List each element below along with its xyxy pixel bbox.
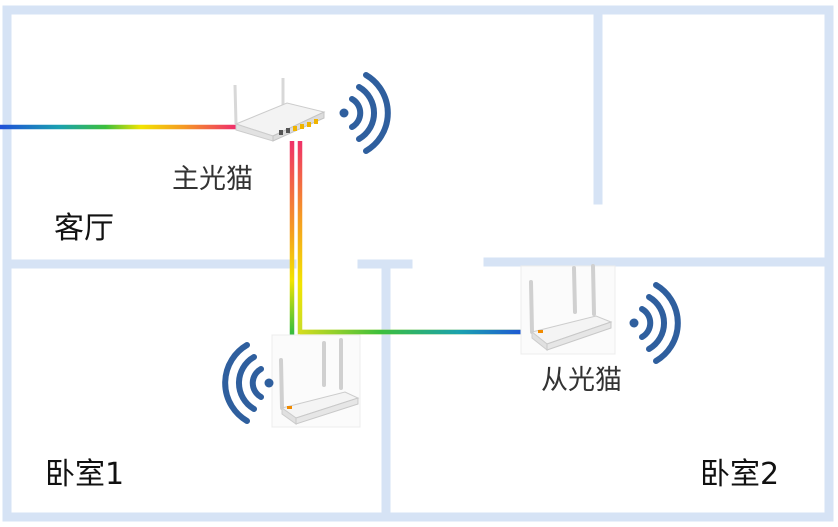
bedroom1-wifi-icon xyxy=(225,345,273,421)
bedroom1-router-icon xyxy=(271,334,361,428)
secondary-modem-wifi-icon xyxy=(630,285,678,361)
secondary-modem-router-icon xyxy=(520,264,616,355)
cable-to-secondary-modem-vertical xyxy=(297,141,530,335)
fiber-cables xyxy=(0,124,530,393)
bedroom1-label: 卧室1 xyxy=(45,457,125,492)
main-modem-label: 主光猫 xyxy=(172,164,253,195)
main-modem-wifi-icon xyxy=(340,75,388,151)
bedroom2-label: 卧室2 xyxy=(700,457,780,492)
main-modem-router-icon xyxy=(233,78,326,142)
walls xyxy=(2,5,834,522)
secondary-modem-label: 从光猫 xyxy=(541,365,622,396)
living-room-label: 客厅 xyxy=(54,211,114,246)
